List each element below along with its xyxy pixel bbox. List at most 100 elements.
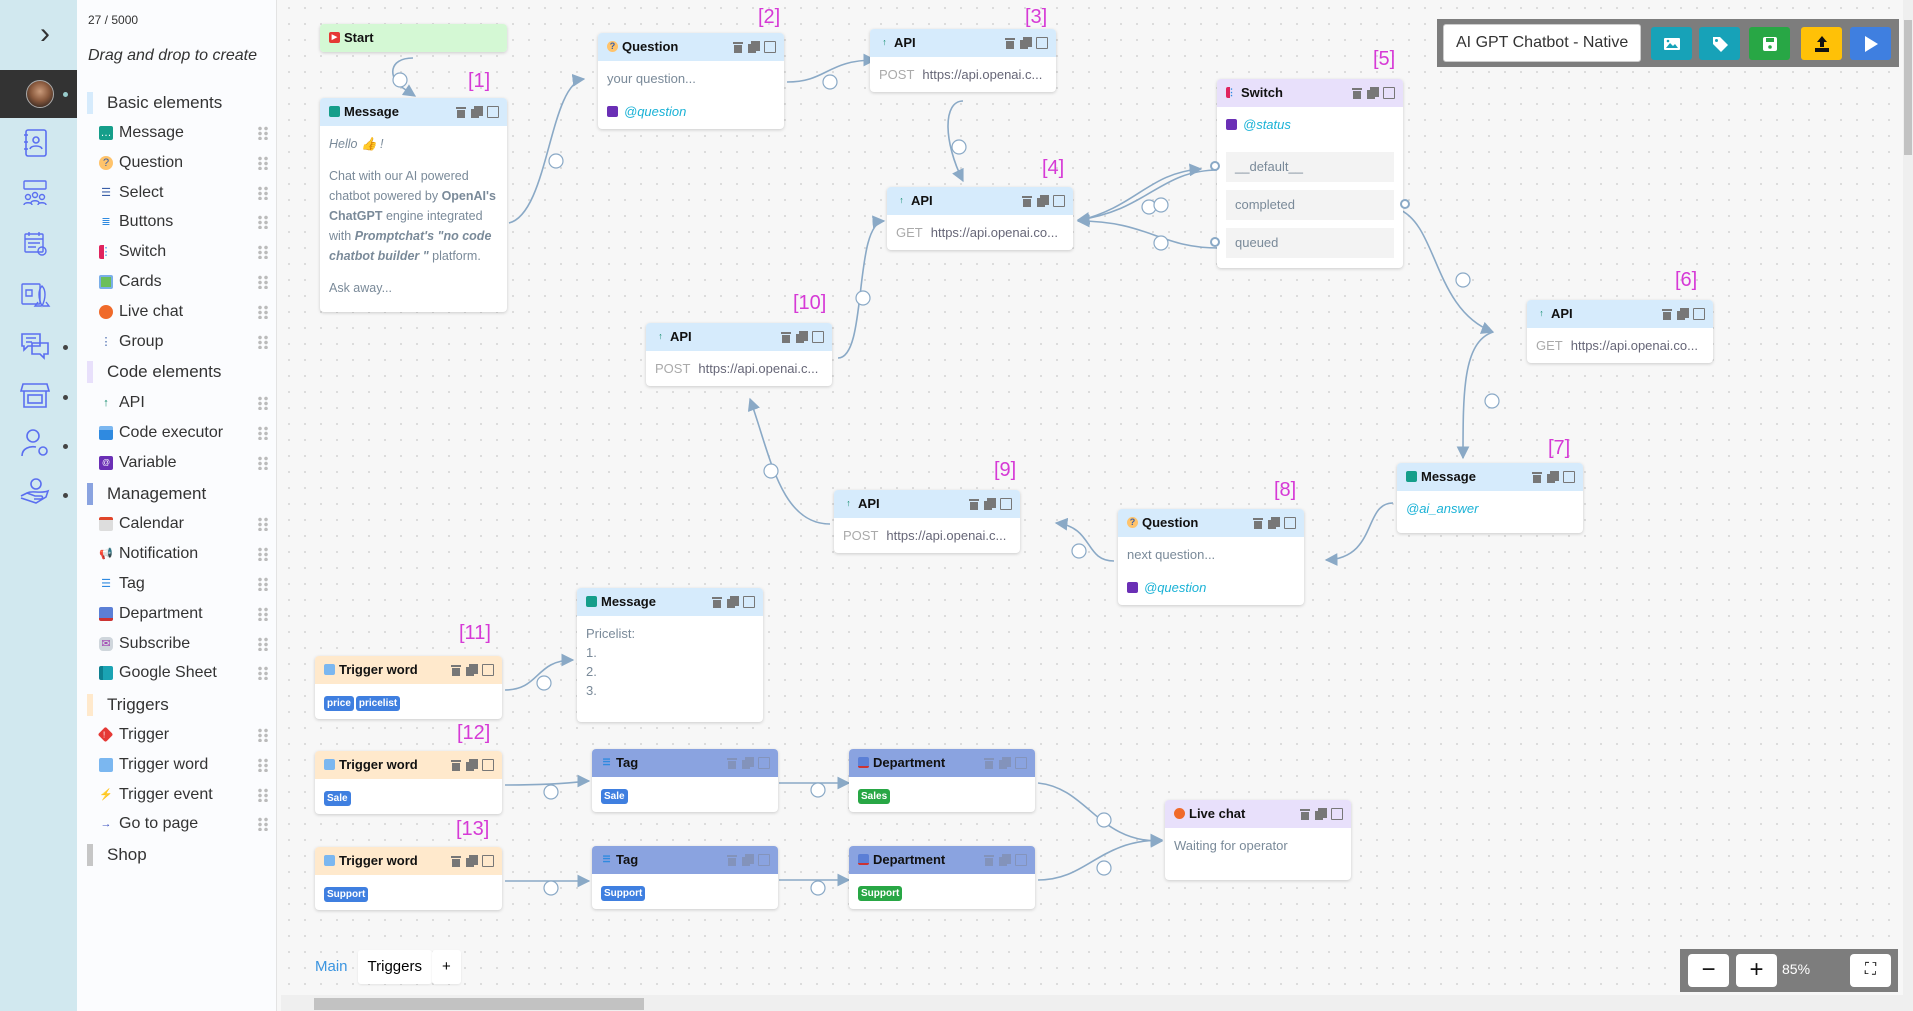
delete-icon[interactable] <box>1299 808 1311 820</box>
copy-icon[interactable] <box>1677 308 1689 320</box>
node-header[interactable]: ↑API <box>834 490 1020 518</box>
switch-case-queued[interactable]: queued <box>1210 228 1394 258</box>
delete-icon[interactable] <box>726 854 738 866</box>
palette-item-live-chat[interactable]: Live chat <box>99 300 269 324</box>
palette-item-code-executor[interactable]: Code executor <box>99 421 269 445</box>
delete-icon[interactable] <box>780 331 792 343</box>
edit-icon[interactable] <box>1053 195 1065 207</box>
edit-icon[interactable] <box>1015 757 1027 769</box>
node-question-1[interactable]: ?Question your question...@question <box>598 33 784 129</box>
flow-name-input[interactable] <box>1443 24 1641 62</box>
edit-icon[interactable] <box>1284 517 1296 529</box>
group-management[interactable]: Management <box>87 483 206 505</box>
palette-item-variable[interactable]: @Variable <box>99 451 269 475</box>
edit-icon[interactable] <box>1331 808 1343 820</box>
node-live-chat[interactable]: Live chat Waiting for operator <box>1165 800 1351 880</box>
node-department-support[interactable]: Department Support <box>849 846 1035 909</box>
edit-icon[interactable] <box>482 664 494 676</box>
edit-icon[interactable] <box>758 757 770 769</box>
delete-icon[interactable] <box>983 854 995 866</box>
node-department-sales[interactable]: Department Sales <box>849 749 1035 812</box>
node-header[interactable]: Message <box>577 588 763 616</box>
avatar[interactable] <box>26 80 54 108</box>
copy-icon[interactable] <box>742 854 754 866</box>
switch-case-completed[interactable]: completed <box>1226 190 1410 220</box>
drag-handle-icon[interactable] <box>257 637 269 651</box>
delete-icon[interactable] <box>1351 87 1363 99</box>
audience-icon[interactable] <box>18 177 52 211</box>
delete-icon[interactable] <box>1252 517 1264 529</box>
palette-item-cards[interactable]: Cards <box>99 270 269 294</box>
schedule-calendar-icon[interactable] <box>18 227 52 261</box>
edit-icon[interactable] <box>758 854 770 866</box>
drag-handle-icon[interactable] <box>257 215 269 229</box>
delete-icon[interactable] <box>711 596 723 608</box>
copy-icon[interactable] <box>466 855 478 867</box>
copy-icon[interactable] <box>796 331 808 343</box>
palette-item-api[interactable]: ↑API <box>99 391 269 415</box>
node-header[interactable]: Trigger word <box>315 656 502 684</box>
edit-icon[interactable] <box>1563 471 1575 483</box>
palette-item-switch[interactable]: ⋮Switch <box>99 240 269 264</box>
horizontal-scrollbar[interactable] <box>281 995 1903 1011</box>
node-tag-support[interactable]: ☰Tag Support <box>592 846 778 909</box>
image-button[interactable] <box>1651 27 1692 60</box>
palette-item-go-to-page[interactable]: →Go to page <box>99 812 269 836</box>
tab-triggers[interactable]: Triggers <box>357 950 432 984</box>
add-tab-button[interactable]: + <box>431 950 461 984</box>
tag-button[interactable] <box>1699 27 1740 60</box>
drag-handle-icon[interactable] <box>257 156 269 170</box>
user-settings-icon[interactable] <box>18 426 52 460</box>
edit-icon[interactable] <box>812 331 824 343</box>
output-port[interactable] <box>1400 199 1410 209</box>
copy-icon[interactable] <box>999 854 1011 866</box>
node-header[interactable]: ?Question <box>1118 509 1304 537</box>
input-port[interactable] <box>1210 237 1220 247</box>
copy-icon[interactable] <box>748 41 760 53</box>
drag-handle-icon[interactable] <box>257 126 269 140</box>
node-question-2[interactable]: ?Question next question...@question <box>1118 509 1304 605</box>
drag-handle-icon[interactable] <box>257 426 269 440</box>
drag-handle-icon[interactable] <box>257 547 269 561</box>
drag-handle-icon[interactable] <box>257 758 269 772</box>
drag-handle-icon[interactable] <box>257 577 269 591</box>
delete-icon[interactable] <box>1661 308 1673 320</box>
node-trigger-word-support[interactable]: Trigger word Support <box>315 847 502 910</box>
drag-handle-icon[interactable] <box>257 245 269 259</box>
copy-icon[interactable] <box>466 664 478 676</box>
copy-icon[interactable] <box>727 596 739 608</box>
delete-icon[interactable] <box>1021 195 1033 207</box>
node-header[interactable]: Live chat <box>1165 800 1351 828</box>
tab-main[interactable]: Main <box>315 958 348 975</box>
drag-handle-icon[interactable] <box>257 335 269 349</box>
palette-item-subscribe[interactable]: ✉Subscribe <box>99 632 269 656</box>
node-header[interactable]: Message <box>320 98 507 126</box>
node-message-welcome[interactable]: Message Hello 👍 ! Chat with our AI power… <box>320 98 507 312</box>
edit-icon[interactable] <box>743 596 755 608</box>
edit-icon[interactable] <box>482 855 494 867</box>
edit-icon[interactable] <box>487 106 499 118</box>
edit-icon[interactable] <box>1000 498 1012 510</box>
group-code-elements[interactable]: Code elements <box>87 361 221 383</box>
copy-icon[interactable] <box>466 759 478 771</box>
group-shop[interactable]: Shop <box>87 844 147 866</box>
delete-icon[interactable] <box>1004 37 1016 49</box>
node-header[interactable]: Department <box>849 749 1035 777</box>
drag-handle-icon[interactable] <box>257 728 269 742</box>
copy-icon[interactable] <box>1020 37 1032 49</box>
node-message-answer[interactable]: Message @ai_answer <box>1397 463 1583 533</box>
node-message-pricelist[interactable]: Message Pricelist:1.2.3. <box>577 588 763 722</box>
flow-canvas[interactable]: ▶Start [1] Message Hello 👍 ! Chat with o… <box>281 0 1903 995</box>
node-header[interactable]: ↑API <box>646 323 832 351</box>
group-triggers[interactable]: Triggers <box>87 694 169 716</box>
delete-icon[interactable] <box>450 759 462 771</box>
palette-item-select[interactable]: ☰Select <box>99 181 269 205</box>
scrollbar-thumb[interactable] <box>1904 20 1912 155</box>
node-header[interactable]: ▶Start <box>320 24 507 52</box>
input-port[interactable] <box>1210 161 1220 171</box>
palette-item-group[interactable]: ⋮Group <box>99 330 269 354</box>
node-header[interactable]: ☰Tag <box>592 749 778 777</box>
